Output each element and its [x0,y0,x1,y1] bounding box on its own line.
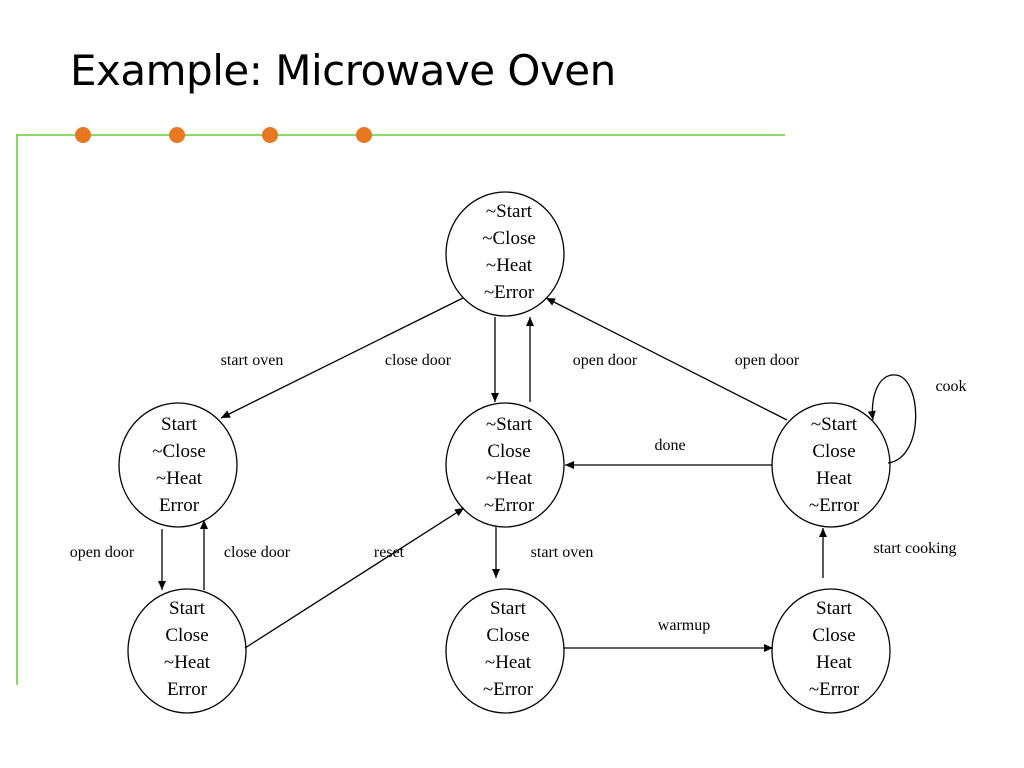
state-label-line: ~Close [152,441,206,462]
transition-label: cook [935,378,966,395]
transition-label: warmup [658,617,710,634]
state-label-line: Close [812,441,855,462]
state-label-line: ~Error [483,679,534,700]
state-label-line: Heat [816,652,853,673]
state-label-line: Close [812,625,855,646]
state-label-line: ~Start [486,201,533,222]
transition-label: open door [70,544,135,561]
transition-open-door-mid: open door [526,317,638,402]
state-ellipse [118,402,238,528]
state-label-line: Heat [816,468,853,489]
transition-close-door-top: close door [385,317,499,402]
state-node-mid: ~Start Close ~Heat ~Error [445,402,565,528]
slide-decoration [16,127,785,685]
transition-label: start oven [531,544,594,561]
state-label-line: Start [161,414,198,435]
transition-label: reset [374,544,405,561]
transition-start-oven-mid: start oven [492,527,594,578]
state-node-bottom-right: Start Close Heat ~Error [771,588,891,714]
state-label-line: ~Error [809,679,860,700]
transition-open-door-right: open door [545,297,800,421]
state-label-line: ~Heat [164,652,211,673]
transition-label: close door [224,544,291,561]
state-label-line: ~Heat [156,468,203,489]
state-ellipse [127,588,247,714]
transition-start-oven-top: start oven [220,297,464,419]
state-label-line: ~Heat [486,255,533,276]
state-label-line: ~Close [482,228,536,249]
state-node-bottom-left: Start Close ~Heat Error [127,588,247,714]
transition-start-cooking: start cooking [819,528,957,578]
page-title: Example: Microwave Oven [70,46,616,95]
transition-label: close door [385,352,452,369]
state-node-left: Start ~Close ~Heat Error [118,402,238,528]
state-node-right: ~Start Close Heat ~Error [771,402,891,528]
transition-warmup: warmup [564,617,773,652]
state-label-line: Start [490,598,527,619]
transition-arrow [545,297,788,421]
transition-arrow [244,507,465,649]
transition-label: done [654,437,685,454]
bullet-dot [262,127,278,143]
state-label-line: Close [487,441,530,462]
transition-label: open door [735,352,800,369]
bullet-dot [356,127,372,143]
state-label-line: Error [167,679,208,700]
state-label-line: Close [165,625,208,646]
bullet-dot [75,127,91,143]
state-label-line: ~Error [809,495,860,516]
transition-arrow [867,374,917,464]
transition-arrow [220,297,464,419]
transition-label: start oven [221,352,284,369]
state-ellipse [445,402,565,528]
state-label-line: ~Error [484,495,535,516]
state-label-line: Start [169,598,206,619]
state-label-line: ~Start [486,414,533,435]
state-label-line: Close [486,625,529,646]
transition-cook: cook [867,374,967,464]
state-ellipse [445,588,565,714]
transition-label: start cooking [873,540,956,557]
state-node-top: ~Start ~Close ~Heat ~Error [445,191,565,317]
state-ellipse [445,191,565,317]
transition-reset: reset [244,507,465,649]
state-label-line: ~Heat [485,652,532,673]
transition-label: open door [573,352,638,369]
state-label-line: Start [816,598,853,619]
state-label-line: ~Heat [486,468,533,489]
state-label-line: ~Error [484,282,535,303]
state-label-line: Error [159,495,200,516]
transition-open-door-left: open door [70,529,166,590]
state-node-bottom-mid: Start Close ~Heat ~Error [445,588,565,714]
transition-done: done [565,437,772,469]
transition-close-door-left: close door [200,520,291,590]
state-label-line: ~Start [811,414,858,435]
bullet-dot [169,127,185,143]
